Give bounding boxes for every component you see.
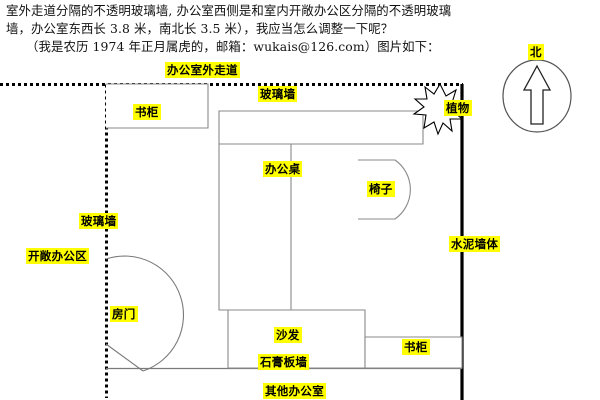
label-bookcase-top: 书柜	[133, 104, 161, 120]
label-desk: 办公桌	[263, 161, 303, 177]
question-line-2: 墙，办公室东西长 3.8 米，南北长 3.5 米），我应当怎么调整一下呢？	[6, 21, 394, 36]
label-bookcase-bottom: 书柜	[402, 339, 430, 355]
label-plant: 植物	[444, 100, 472, 116]
door-leaf-line	[105, 343, 144, 372]
label-compass-north: 北	[528, 44, 544, 60]
label-concrete-wall: 水泥墙体	[449, 236, 501, 252]
label-chair: 椅子	[367, 181, 395, 197]
compass-circle	[502, 59, 572, 133]
question-line-3: （我是农历 1974 年正月属虎的，邮箱：wukais@126.com）图片如下…	[26, 39, 440, 54]
label-gypsum-wall: 石膏板墙	[258, 354, 310, 370]
compass-north-arrow	[522, 64, 552, 125]
label-door: 房门	[110, 306, 138, 322]
label-glass-wall-left: 玻璃墙	[79, 213, 119, 229]
label-outer-corridor: 办公室外走道	[165, 62, 240, 78]
door-swing-arc	[105, 255, 184, 372]
label-glass-wall-top: 玻璃墙	[258, 86, 298, 102]
label-other-office: 其他办公室	[263, 383, 326, 399]
question-line-1: 室外走道分隔的不透明玻璃墙, 办公室西侧是和室内开敞办公区分隔的不透明玻璃	[6, 3, 452, 18]
label-open-office: 开敞办公区	[26, 248, 89, 264]
question-text-block: 室外走道分隔的不透明玻璃墙, 办公室西侧是和室内开敞办公区分隔的不透明玻璃 墙，…	[0, 0, 600, 56]
label-sofa: 沙发	[274, 327, 302, 343]
